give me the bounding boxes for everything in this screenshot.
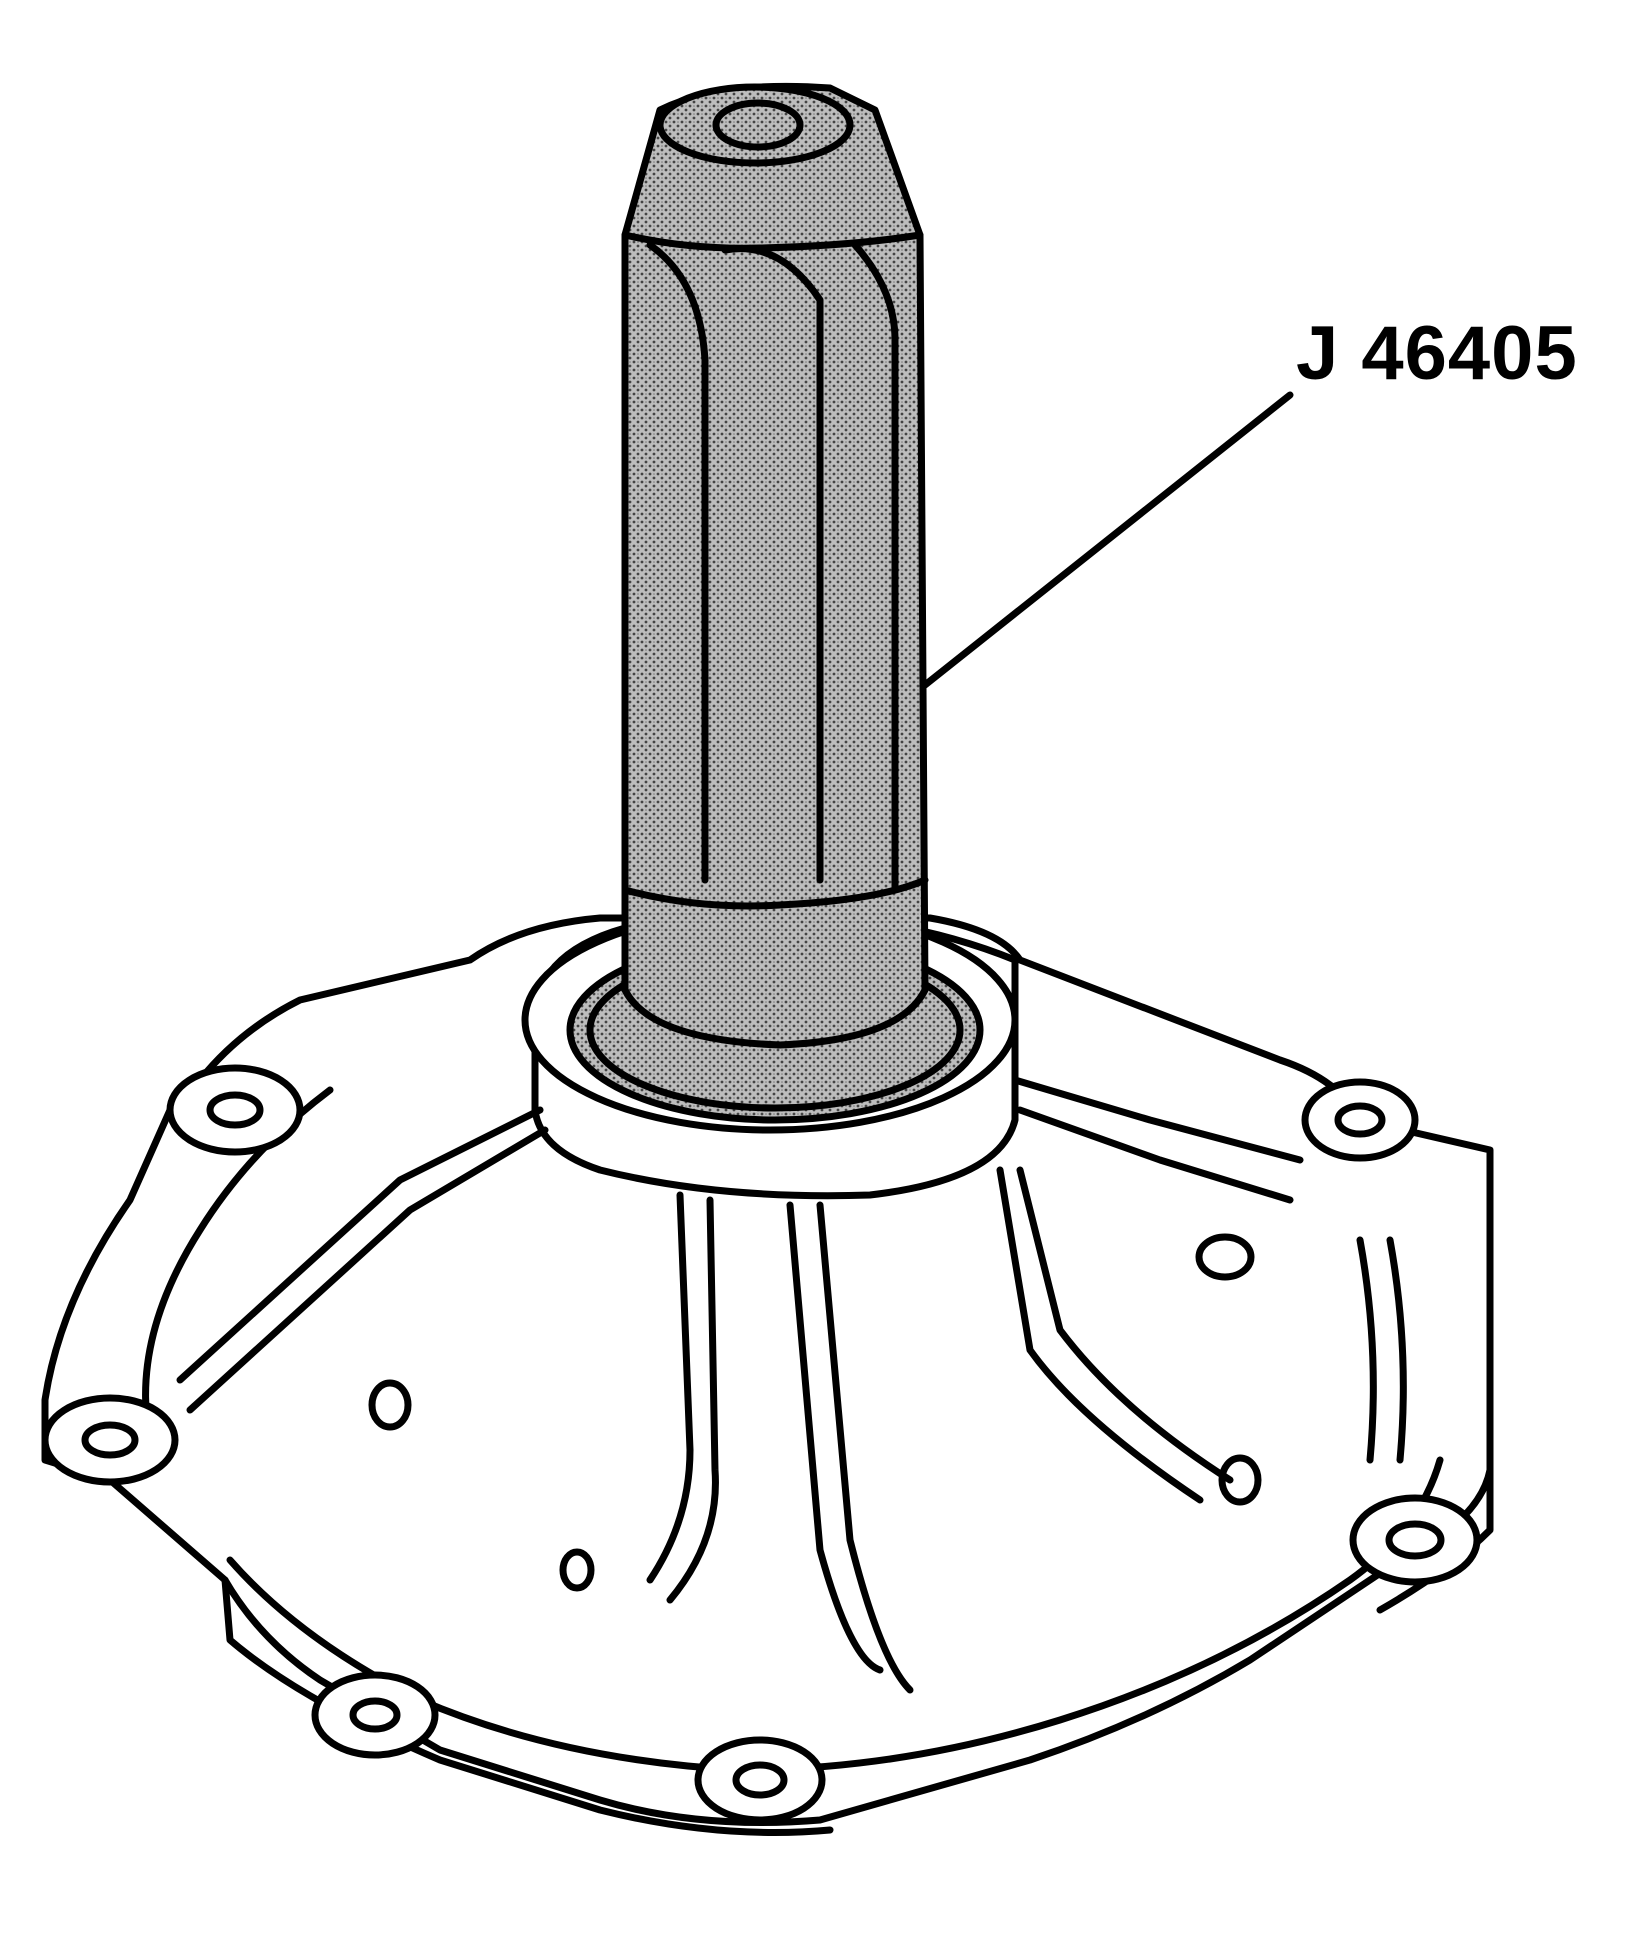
housing-flange — [41, 914, 1494, 1826]
callout-leader-line — [921, 391, 1294, 689]
housing-ribs — [176, 1076, 1304, 1694]
tool-number-label: J 46405 — [1296, 311, 1578, 396]
pump-housing — [41, 906, 1494, 1836]
bolt-bosses — [41, 1064, 1481, 1824]
tool-shaft — [621, 82, 929, 1049]
tool-flutes — [621, 241, 929, 910]
